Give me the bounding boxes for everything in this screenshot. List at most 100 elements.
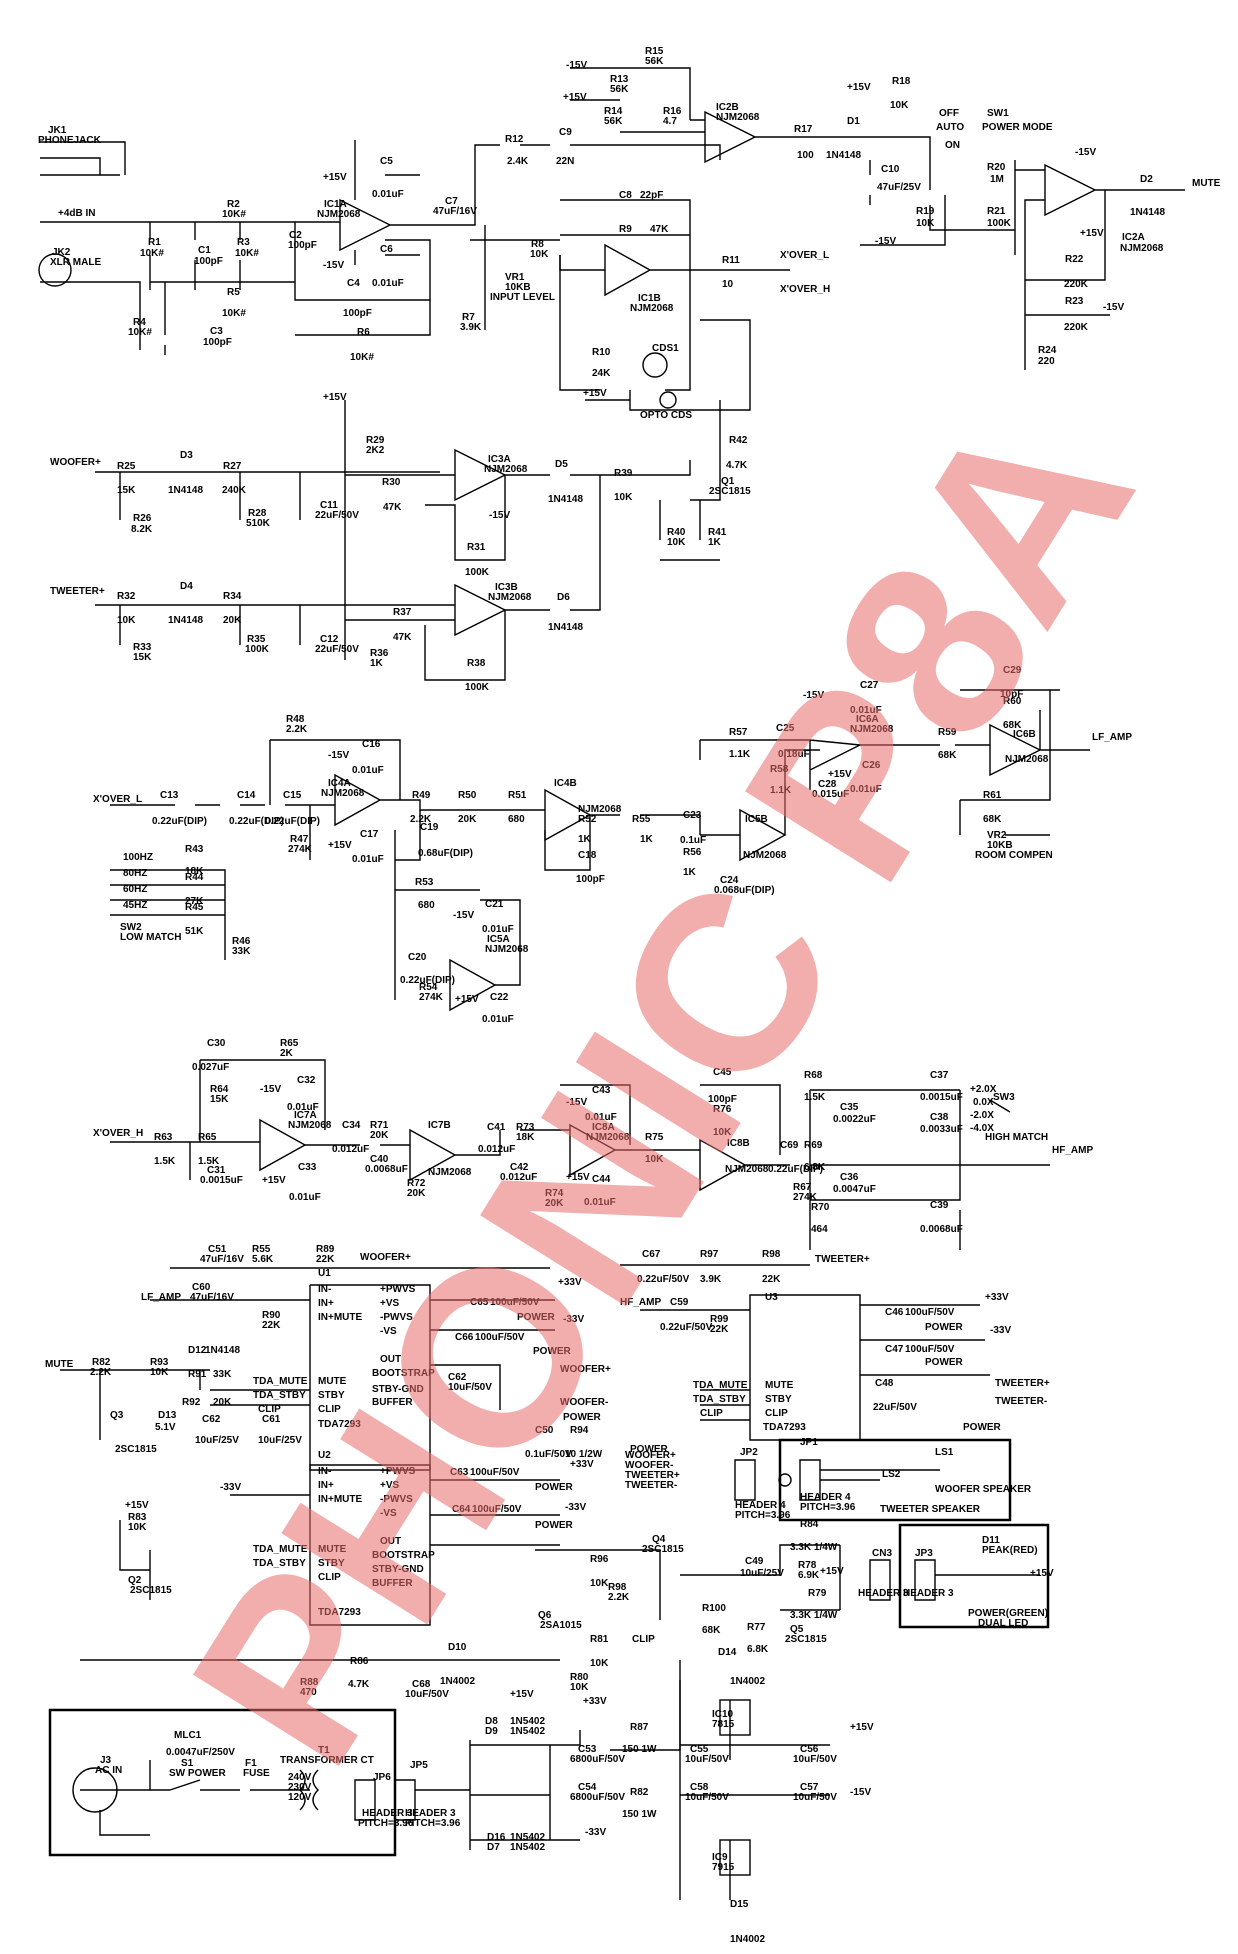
- component-label: R5: [227, 287, 240, 298]
- component-label: 47uF/16V: [433, 206, 477, 217]
- component-label: 6.9K: [798, 1570, 820, 1581]
- component-label: X'OVER_H: [93, 1128, 143, 1139]
- component-label: PITCH=3.96: [358, 1818, 414, 1829]
- component-label: C9: [559, 127, 572, 138]
- component-label: -15V: [566, 60, 587, 71]
- component-label: TWEETER+: [995, 1378, 1050, 1389]
- component-label: R78: [798, 1560, 817, 1571]
- component-label: C51: [208, 1244, 227, 1255]
- component-label: +VS: [380, 1480, 400, 1491]
- component-label: R77: [747, 1622, 766, 1633]
- component-label: 22pF: [640, 190, 663, 201]
- component-label: WOOFER-: [560, 1397, 608, 1408]
- component-label: 0.0022uF: [833, 1114, 876, 1125]
- component-label: TRANSFORMER CT: [280, 1755, 374, 1766]
- component-label: R84: [800, 1519, 819, 1530]
- component-label: 10 1/2W: [565, 1449, 603, 1460]
- component-label: TWEETER+: [815, 1254, 870, 1265]
- component-label: 274K: [419, 992, 444, 1003]
- component-label: R80: [570, 1672, 589, 1683]
- component-label: TDA_MUTE: [693, 1380, 748, 1391]
- component-label: R59: [938, 727, 957, 738]
- component-label: C48: [875, 1378, 894, 1389]
- component-label: R16: [663, 106, 682, 117]
- component-label: IC3A: [488, 454, 511, 465]
- component-label: NJM2068: [630, 303, 674, 314]
- component-label: R72: [407, 1178, 426, 1189]
- component-label: C16: [362, 739, 381, 750]
- component-label: R4: [133, 317, 146, 328]
- component-label: -15V: [566, 1097, 587, 1108]
- component-label: NJM2068: [317, 209, 361, 220]
- component-label: 1K: [683, 867, 697, 878]
- component-label: 5.1V: [155, 1422, 176, 1433]
- component-label: IC2B: [716, 102, 739, 113]
- component-label: R69: [804, 1140, 823, 1151]
- component-label: +15V: [563, 92, 587, 103]
- component-label: D9: [485, 1726, 498, 1737]
- component-label: 100K: [465, 682, 490, 693]
- component-label: 68K: [938, 750, 957, 761]
- component-label: +PWVS: [380, 1284, 416, 1295]
- component-label: R83: [128, 1512, 147, 1523]
- component-label: NJM2068: [321, 788, 365, 799]
- component-label: IC4B: [554, 778, 577, 789]
- component-label: R58: [770, 764, 789, 775]
- component-label: 1N5402: [510, 1842, 545, 1853]
- component-label: R22: [1065, 254, 1084, 265]
- component-label: OUT: [380, 1536, 401, 1547]
- component-label: +15V: [850, 1722, 874, 1733]
- component-label: STBY: [318, 1390, 345, 1401]
- component-label: 0.0047uF: [833, 1184, 876, 1195]
- component-label: C25: [776, 723, 795, 734]
- component-label: WOOFER+: [625, 1450, 676, 1461]
- component-label: R40: [667, 527, 686, 538]
- component-label: 20K: [407, 1188, 426, 1199]
- component-label: R28: [248, 508, 267, 519]
- component-label: 47K: [650, 224, 669, 235]
- component-label: C69: [780, 1140, 799, 1151]
- component-label: 15K: [133, 652, 152, 663]
- component-label: D3: [180, 450, 193, 461]
- component-label: -15V: [803, 690, 824, 701]
- component-label: R34: [223, 591, 242, 602]
- component-label: 60HZ: [123, 884, 147, 895]
- component-label: 2.2K: [90, 1367, 112, 1378]
- component-label: JP6: [373, 1772, 391, 1783]
- component-label: MUTE: [1192, 178, 1221, 189]
- component-label: 33K: [232, 946, 251, 957]
- component-label: T1: [318, 1745, 330, 1756]
- component-label: 274K: [793, 1192, 818, 1203]
- component-label: R6: [357, 327, 370, 338]
- component-label: 10K#: [222, 209, 246, 220]
- component-label: 10uF/25V: [258, 1435, 302, 1446]
- component-label: 274K: [288, 844, 313, 855]
- component-label: LOW MATCH: [120, 932, 181, 943]
- component-label: R100: [702, 1603, 726, 1614]
- component-label: 10uF/50V: [793, 1754, 837, 1765]
- component-label: HEADER 4: [800, 1492, 851, 1503]
- component-label: R9: [619, 224, 632, 235]
- component-label: 56K: [645, 56, 664, 67]
- component-label: -33V: [585, 1827, 606, 1838]
- component-label: LS1: [935, 1447, 954, 1458]
- component-label: R82: [92, 1357, 111, 1368]
- component-label: 20K: [223, 615, 242, 626]
- component-label: Q1: [721, 476, 735, 487]
- component-label: R96: [590, 1554, 609, 1565]
- component-label: C22: [490, 992, 509, 1003]
- component-label: D8: [485, 1716, 498, 1727]
- component-label: R57: [729, 727, 748, 738]
- component-label: C18: [578, 850, 597, 861]
- component-label: 22uF/50V: [873, 1402, 917, 1413]
- component-label: 100pF: [708, 1094, 737, 1105]
- component-label: R27: [223, 461, 242, 472]
- component-label: C6: [380, 244, 393, 255]
- component-label: CLIP: [632, 1634, 655, 1645]
- component-label: 0.015uF: [812, 789, 849, 800]
- component-label: TWEETER SPEAKER: [880, 1504, 981, 1515]
- component-label: D6: [557, 592, 570, 603]
- component-label: +VS: [380, 1298, 400, 1309]
- component-label: 47uF/16V: [190, 1292, 234, 1303]
- component-label: IC1A: [324, 199, 347, 210]
